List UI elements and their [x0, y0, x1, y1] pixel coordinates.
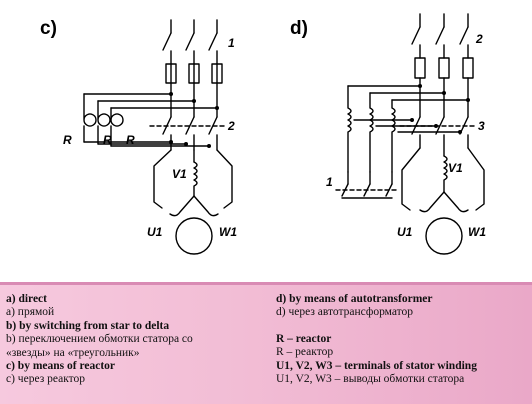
- junction-dots: [169, 84, 470, 148]
- right-lower-contactor-label: 1: [326, 175, 333, 189]
- legend-b-en: b) by switching from star to delta: [6, 319, 170, 332]
- legend-b-ru: b) переключением обмотки статора со: [6, 333, 193, 346]
- circuit-diagrams: 1 2 R R R V1 U1 W1 2 3 1 V1 U1 W1: [63, 13, 486, 255]
- legend-d-en: d) by means of autotransformer: [276, 293, 433, 305]
- legend-right: d) by means of autotransformer d) через …: [276, 293, 477, 386]
- legend-d-ru: d) через автотрансформатор: [276, 306, 414, 319]
- right-switch-label: 2: [475, 32, 483, 46]
- left-switch-label: 1: [228, 36, 235, 50]
- right-terminal-w1: W1: [468, 225, 486, 239]
- legend-r-ru: R – реактор: [276, 346, 334, 359]
- left-contactor-label: 2: [227, 119, 235, 133]
- left-terminal-v1: V1: [172, 167, 187, 181]
- legend-r-en: R – reactor: [276, 332, 332, 345]
- panel-label-c: c): [40, 18, 57, 39]
- reactor-label-3: R: [126, 133, 135, 147]
- legend-left: a) direct а) прямой b) by switching from…: [6, 293, 193, 387]
- legend-terminals-en: U1, V2, W3 – terminals of stator winding: [276, 359, 477, 372]
- left-terminal-w1: W1: [219, 225, 237, 239]
- reactor-label-1: R: [63, 133, 72, 147]
- left-terminal-u1: U1: [147, 225, 163, 239]
- autotransformer-start-circuit: [335, 13, 485, 255]
- reactor-label-2: R: [103, 133, 112, 147]
- right-contactor-label: 3: [478, 119, 485, 133]
- legend-terminals-ru: U1, V2, W3 – выводы обмотки статора: [276, 373, 465, 386]
- reactor-start-circuit: [83, 19, 233, 255]
- right-terminal-v1: V1: [448, 161, 463, 175]
- diagram-panel: 1 2 R R R V1 U1 W1 2 3 1 V1 U1 W1 c) d): [0, 0, 532, 285]
- legend-a-ru: а) прямой: [6, 306, 55, 319]
- legend-c-ru: с) через реактор: [6, 373, 86, 386]
- right-terminal-u1: U1: [397, 225, 413, 239]
- legend-c-en: c) by means of reactor: [6, 360, 116, 373]
- panel-label-d: d): [290, 18, 308, 39]
- legend-b-ru-2: «звезды» на «треугольник»: [6, 346, 140, 359]
- legend-a-en: a) direct: [6, 293, 47, 305]
